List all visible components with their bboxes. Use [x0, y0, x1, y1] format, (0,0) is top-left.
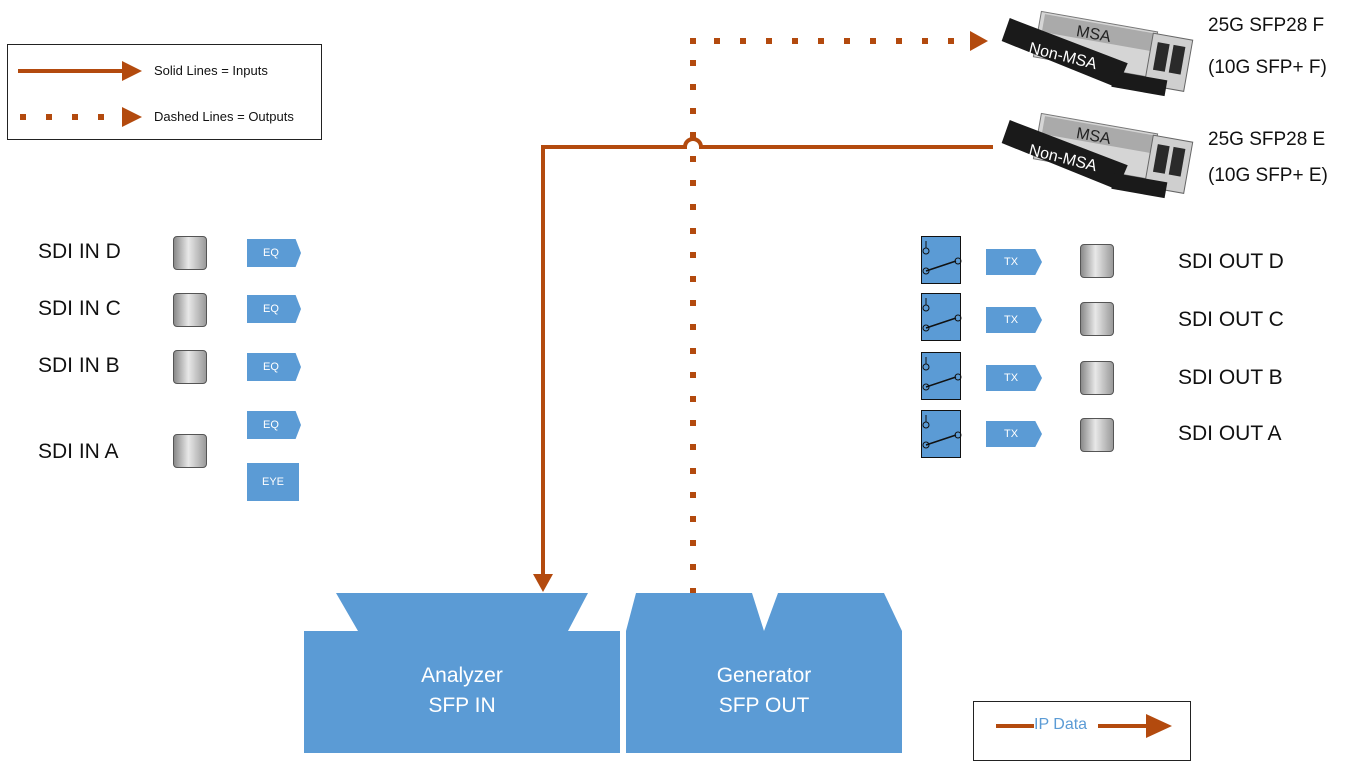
sdi-in-b-label: SDI IN B: [38, 354, 120, 377]
sdi-in-c-connector: [173, 293, 207, 327]
sdi-out-d-label: SDI OUT D: [1178, 250, 1284, 273]
sdi-in-a-label: SDI IN A: [38, 440, 119, 463]
sdi-in-c-label: SDI IN C: [38, 297, 121, 320]
generator-subtitle: SFP OUT: [718, 694, 810, 718]
sdi-in-b-connector: [173, 350, 207, 384]
legend-dashed-label: Dashed Lines = Outputs: [154, 109, 294, 124]
analyzer-block: Analyzer SFP IN: [304, 593, 620, 753]
analyzer-shape: [304, 593, 620, 753]
sdi-out-b-connector: [1080, 361, 1114, 395]
sfp-f-label-line1: 25G SFP28 F: [1208, 15, 1325, 36]
solid-arrow-head: [122, 61, 142, 81]
sdi-out-d-relay: [921, 236, 962, 284]
generator-block: Generator SFP OUT: [626, 593, 902, 753]
sdi-out-b-relay: [921, 352, 962, 400]
relay-switch-icon: [922, 357, 962, 391]
ip-data-label: IP Data: [1034, 716, 1088, 733]
sdi-out-a-relay: [921, 410, 962, 458]
sdi-in-d-label: SDI IN D: [38, 240, 121, 263]
analyzer-subtitle: SFP IN: [428, 694, 496, 718]
sfp-module-e-drawing: [1001, 112, 1194, 199]
generator-title: Generator: [716, 664, 812, 687]
sfp-module-e: MSA Non-MSA: [998, 112, 1198, 210]
legend-arrows: [18, 61, 142, 127]
legend-solid-label: Solid Lines = Inputs: [154, 63, 268, 78]
output-line: [690, 38, 954, 594]
sdi-out-a-label: SDI OUT A: [1178, 422, 1282, 445]
output-arrow-head: [970, 31, 988, 51]
relay-switch-icon: [922, 241, 962, 275]
sfp-e-label-line1: 25G SFP28 E: [1208, 129, 1326, 150]
sfp-module-f-drawing: [1001, 10, 1194, 97]
sdi-in-c-eq: EQ: [247, 295, 301, 323]
sdi-out-b-label: SDI OUT B: [1178, 366, 1283, 389]
sdi-in-a-connector: [173, 434, 207, 468]
dashed-arrow-head: [122, 107, 142, 127]
sdi-out-c-connector: [1080, 302, 1114, 336]
relay-switch-icon: [922, 298, 962, 332]
sdi-in-b-eq: EQ: [247, 353, 301, 381]
legend-box: Solid Lines = Inputs Dashed Lines = Outp…: [7, 44, 322, 140]
sdi-out-a-connector: [1080, 418, 1114, 452]
sfp-module-f: MSA Non-MSA: [998, 10, 1198, 108]
sdi-out-d-connector: [1080, 244, 1114, 278]
sdi-out-b-tx: TX: [986, 365, 1042, 391]
sfp-f-label-line2: (10G SFP+ F): [1208, 57, 1327, 78]
ip-data-arrow: [996, 714, 1172, 738]
sdi-out-a-tx: TX: [986, 421, 1042, 447]
relay-switch-icon: [922, 415, 962, 449]
sfp-e-label-line2: (10G SFP+ E): [1208, 165, 1328, 186]
sdi-in-a-eq: EQ: [247, 411, 301, 439]
input-arrow-head: [533, 574, 553, 592]
generator-shape: [626, 593, 902, 753]
sdi-out-d-tx: TX: [986, 249, 1042, 275]
sdi-in-d-eq: EQ: [247, 239, 301, 267]
dashed-line-sample: [20, 114, 104, 120]
sdi-out-c-label: SDI OUT C: [1178, 308, 1284, 331]
sdi-out-c-tx: TX: [986, 307, 1042, 333]
sdi-out-c-relay: [921, 293, 962, 341]
sdi-in-a-eye: EYE: [247, 463, 299, 501]
analyzer-title: Analyzer: [421, 664, 503, 687]
ip-data-legend: IP Data: [973, 701, 1191, 761]
sdi-in-d-connector: [173, 236, 207, 270]
input-line: [541, 137, 993, 576]
